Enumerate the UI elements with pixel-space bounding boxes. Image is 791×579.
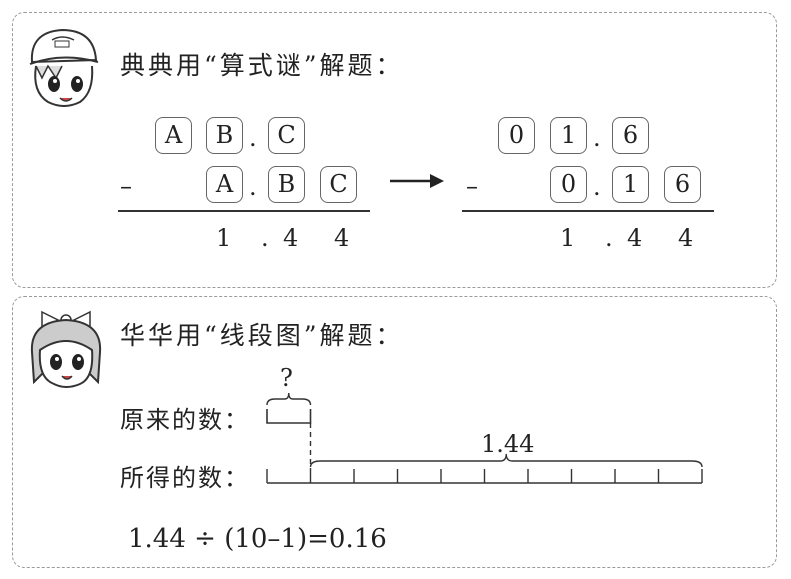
brace-value: 1.44 [481, 430, 535, 458]
minus-sign: – [466, 172, 478, 200]
result-digit: 4 [334, 224, 350, 252]
result-digit: 4 [283, 224, 299, 252]
minus-sign: – [120, 172, 132, 200]
digit-box: 0 [550, 166, 587, 203]
digit-box: A [155, 117, 192, 154]
hua-hua-heading: 华华用“线段图”解题： [120, 321, 404, 350]
decimal-point: . [593, 124, 601, 152]
digit-box: C [268, 117, 305, 154]
result-point: . [261, 224, 269, 252]
question-brace [266, 392, 312, 406]
dian-dian-heading: 典典用“算式谜”解题： [120, 51, 404, 80]
girl-avatar-icon [30, 310, 102, 388]
right-arrow-icon [390, 174, 444, 188]
original-number-label: 原来的数： [120, 406, 250, 434]
digit-box: B [268, 166, 305, 203]
sum-line [118, 210, 370, 212]
digit-box: 1 [550, 117, 587, 154]
result-point: . [605, 224, 613, 252]
result-digit: 1 [216, 224, 232, 252]
dian-dian-panel [12, 12, 777, 288]
digit-box: 6 [664, 166, 701, 203]
result-digit: 1 [560, 224, 576, 252]
question-mark: ? [280, 364, 293, 392]
result-digit: 4 [627, 224, 643, 252]
result-digit: 4 [678, 224, 694, 252]
decimal-point: . [249, 173, 257, 201]
digit-box: 6 [612, 117, 649, 154]
sum-line [462, 210, 714, 212]
hua-hua-panel [12, 296, 777, 568]
decimal-point: . [593, 173, 601, 201]
original-segment [266, 409, 312, 424]
boy-avatar-icon [29, 28, 99, 107]
decimal-point: . [249, 124, 257, 152]
value-brace [309, 453, 703, 468]
digit-box: C [320, 166, 357, 203]
division-formula: 1.44 ÷ (10–1)=0.16 [128, 524, 387, 554]
result-number-label: 所得的数： [120, 464, 250, 492]
digit-box: A [206, 166, 243, 203]
digit-box: B [206, 117, 243, 154]
digit-box: 1 [612, 166, 649, 203]
digit-box: 0 [498, 117, 535, 154]
